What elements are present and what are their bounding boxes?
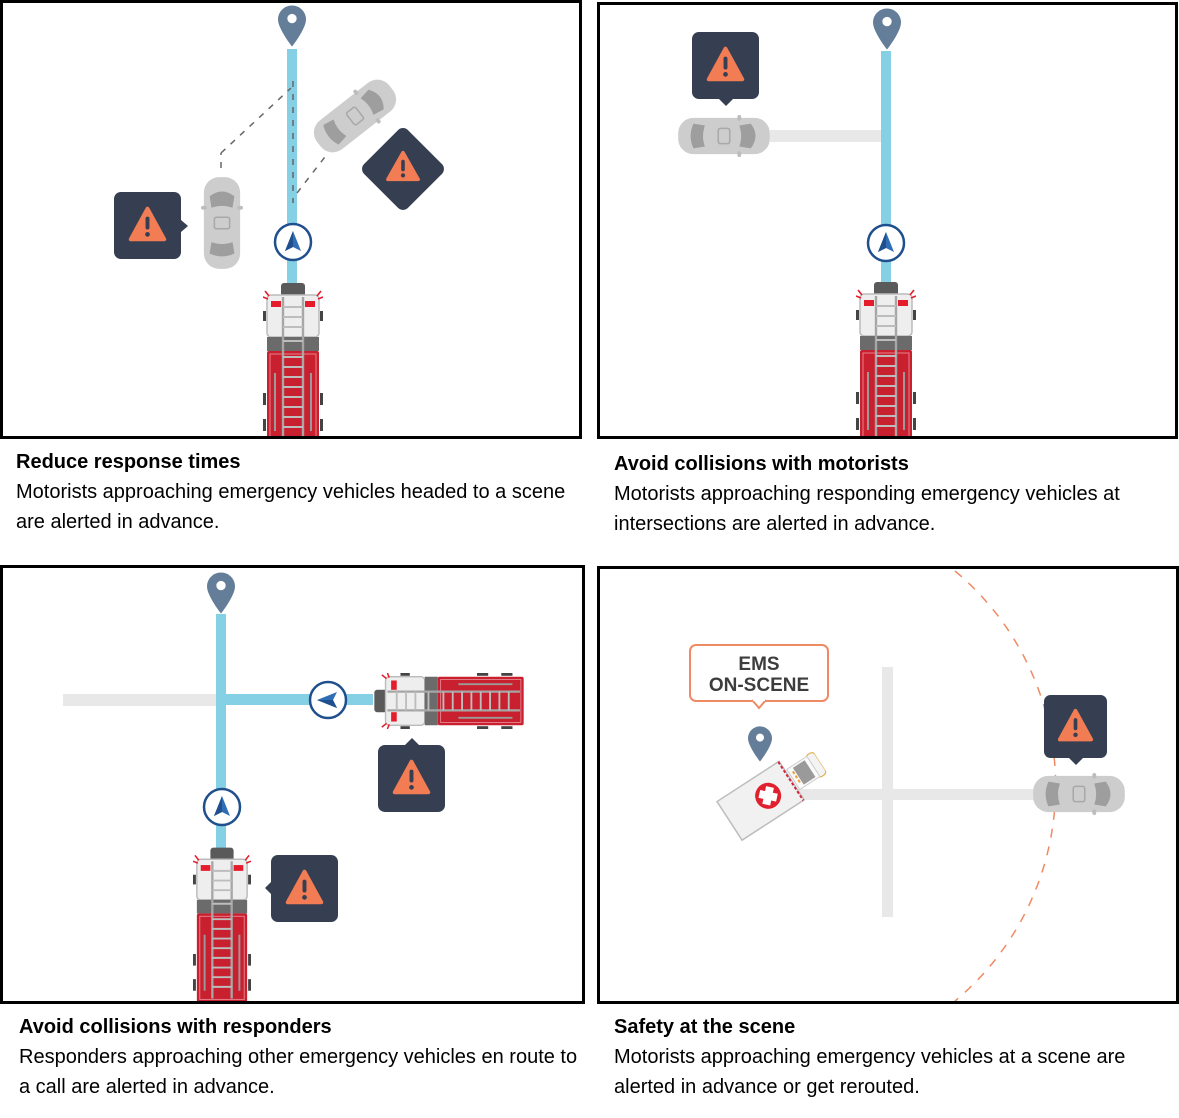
panel-description: Motorists approaching emergency vehicles… bbox=[16, 481, 566, 533]
nav-marker-horizontal bbox=[308, 680, 348, 720]
map-pin-icon bbox=[207, 572, 235, 614]
alert-badge bbox=[692, 32, 759, 106]
panel-title: Avoid collisions with responders bbox=[19, 1016, 332, 1038]
navigation-arrow-icon bbox=[308, 680, 348, 720]
route-line bbox=[287, 49, 297, 285]
panel-title: Reduce response times bbox=[16, 451, 241, 473]
navigation-arrow-icon bbox=[202, 787, 242, 827]
panel-title: Safety at the scene bbox=[614, 1016, 796, 1038]
illustration-avoid-collisions-motorists bbox=[677, 8, 916, 436]
panel-description: Responders approaching other emergency v… bbox=[19, 1046, 578, 1098]
panel-avoid-collisions-motorists bbox=[597, 2, 1178, 439]
panel-title: Avoid collisions with motorists bbox=[614, 453, 909, 475]
panel-reduce-response-times bbox=[0, 0, 582, 439]
warning-triangle-icon bbox=[114, 192, 181, 259]
detection-lines bbox=[220, 81, 329, 203]
route-line bbox=[881, 51, 891, 285]
caption-reduce-response-times: Reduce response times Motorists approach… bbox=[16, 447, 586, 537]
route-line-vertical bbox=[216, 614, 226, 854]
road-horizontal bbox=[795, 789, 1035, 800]
alert-badge-lower bbox=[265, 855, 338, 922]
alert-badge bbox=[1044, 695, 1107, 765]
illustration-safety-at-scene: EMS ON-SCENE bbox=[689, 570, 1126, 1001]
illustration-avoid-collisions-responders bbox=[63, 572, 524, 1001]
alert-badge-left bbox=[114, 192, 188, 259]
fire-truck bbox=[193, 846, 251, 1001]
map-pin-icon bbox=[748, 726, 772, 762]
map-pin-icon bbox=[873, 8, 901, 50]
navigation-arrow-icon bbox=[866, 223, 906, 263]
car-approaching bbox=[677, 115, 771, 157]
fire-truck bbox=[856, 282, 916, 436]
alert-radius-arc bbox=[954, 570, 1057, 1001]
car-left bbox=[201, 176, 243, 270]
cross-road bbox=[770, 130, 885, 142]
illustration-reduce-response-times bbox=[114, 5, 444, 436]
panel-description: Motorists approaching emergency vehicles… bbox=[614, 1046, 1126, 1098]
caption-safety-at-scene: Safety at the scene Motorists approachin… bbox=[614, 1012, 1179, 1102]
navigation-arrow-icon bbox=[273, 222, 313, 262]
fire-truck-horizontal bbox=[374, 673, 524, 729]
panel-safety-at-scene: EMS ON-SCENE bbox=[597, 566, 1179, 1004]
panel-avoid-collisions-responders bbox=[0, 565, 585, 1004]
car-approaching bbox=[1032, 773, 1126, 815]
fire-truck bbox=[263, 283, 323, 436]
warning-triangle-icon bbox=[271, 855, 338, 922]
warning-triangle-icon bbox=[1044, 695, 1107, 758]
map-pin-icon bbox=[278, 5, 306, 47]
panel-description: Motorists approaching responding emergen… bbox=[614, 483, 1120, 535]
warning-triangle-icon bbox=[692, 32, 759, 99]
route-line-horizontal bbox=[221, 694, 373, 705]
ems-label-line2: ON-SCENE bbox=[709, 675, 809, 696]
cross-road bbox=[63, 694, 223, 706]
caption-avoid-collisions-motorists: Avoid collisions with motorists Motorist… bbox=[614, 449, 1174, 539]
ems-on-scene-callout: EMS ON-SCENE bbox=[689, 644, 829, 710]
ems-label-line1: EMS bbox=[738, 654, 779, 675]
caption-avoid-collisions-responders: Avoid collisions with responders Respond… bbox=[19, 1012, 579, 1102]
warning-triangle-icon bbox=[378, 745, 445, 812]
alert-badge-right bbox=[378, 738, 445, 812]
